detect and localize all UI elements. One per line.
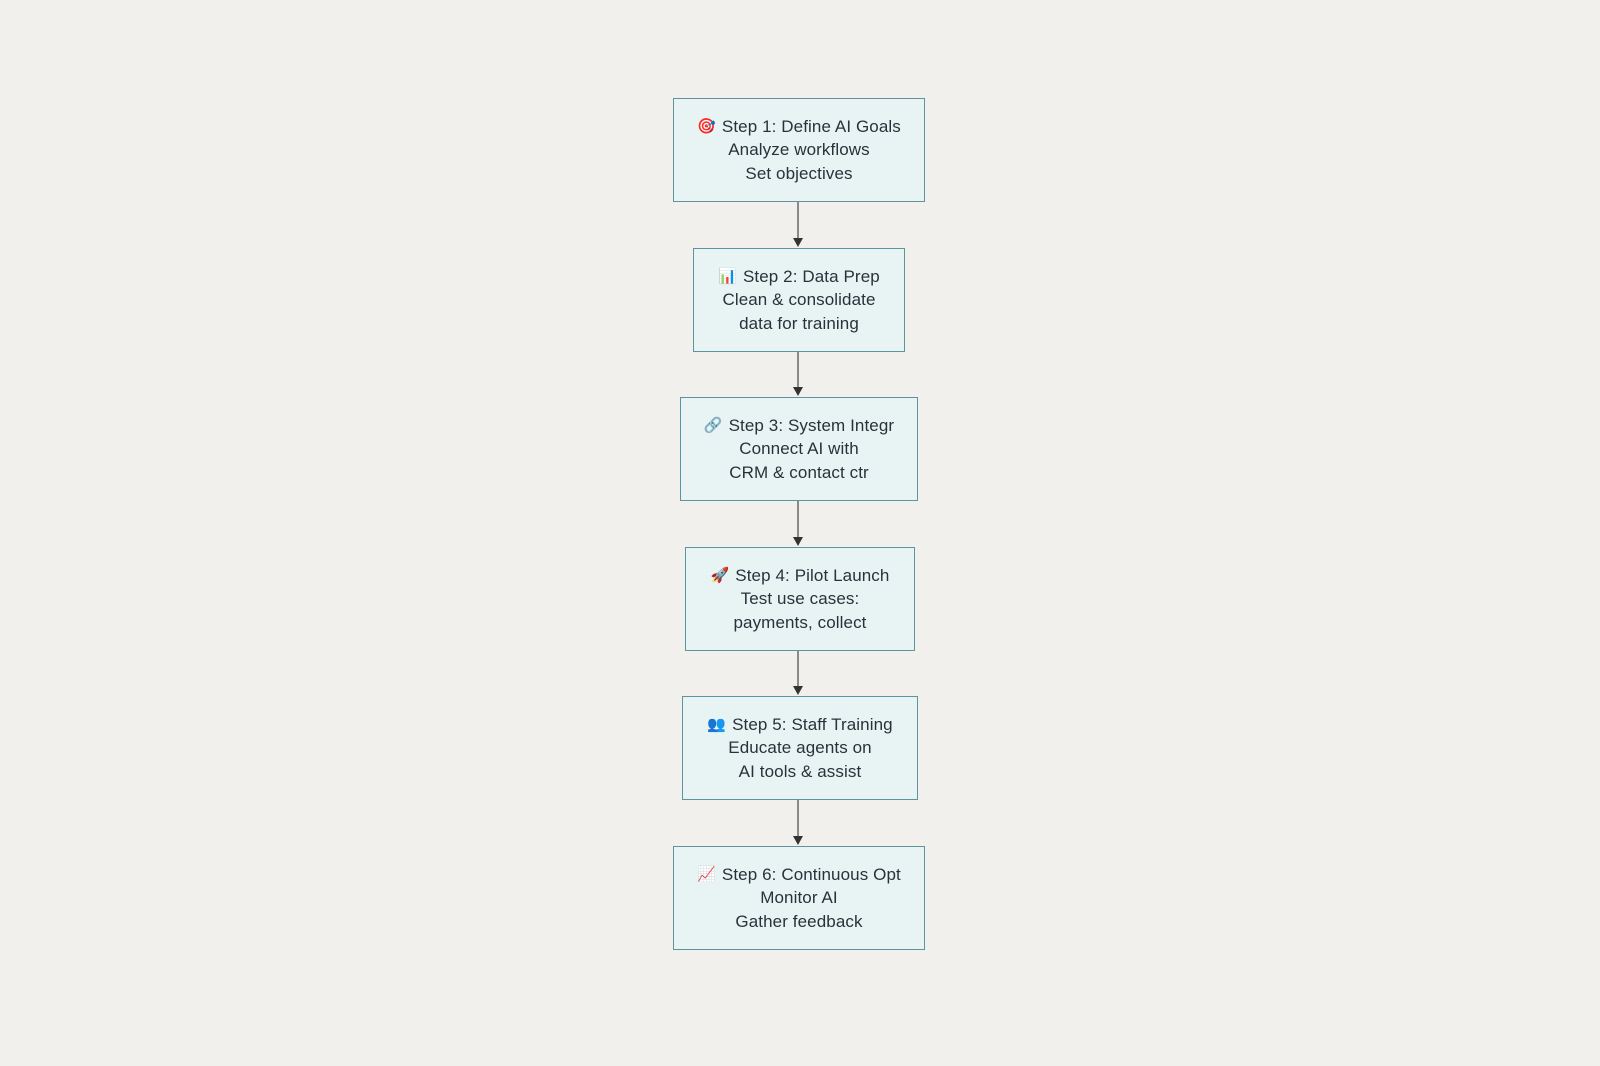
node-detail-line-2: Set objectives	[745, 163, 853, 183]
node-title-row: 📈 Step 6: Continuous Opt	[697, 863, 901, 887]
node-title-row: 🎯 Step 1: Define AI Goals	[697, 115, 901, 139]
node-detail-line-1: Monitor AI	[760, 888, 838, 908]
bar-chart-icon: 📊	[718, 268, 737, 285]
arrowhead-icon	[793, 836, 803, 845]
link-chain-icon: 🔗	[703, 417, 723, 434]
arrowhead-icon	[793, 387, 803, 396]
node-title: Step 1: Define AI Goals	[721, 116, 901, 136]
node-detail-line-1: Educate agents on	[728, 738, 872, 758]
node-title: Step 3: System Integr	[728, 415, 895, 435]
connector-step4-to-step5	[797, 651, 799, 687]
node-detail-line-1: Connect AI with	[739, 439, 859, 459]
node-title: Step 4: Pilot Launch	[735, 565, 890, 585]
node-detail-line-1: Test use cases:	[740, 589, 860, 609]
node-title-row: 👥 Step 5: Staff Training	[707, 713, 892, 737]
connector-step3-to-step4	[797, 501, 799, 538]
node-detail-line-1: Analyze workflows	[728, 140, 870, 160]
node-detail-line-2: data for training	[739, 313, 859, 333]
connector-step5-to-step6	[797, 800, 799, 837]
chart-increasing-icon: 📈	[697, 866, 716, 883]
arrowhead-icon	[793, 238, 803, 247]
rocket-icon: 🚀	[710, 567, 730, 584]
arrowhead-icon	[793, 537, 803, 546]
arrowhead-icon	[793, 686, 803, 695]
node-detail-line-2: Gather feedback	[735, 911, 863, 931]
node-title: Step 2: Data Prep	[742, 266, 880, 286]
node-title-row: 🔗 Step 3: System Integr	[704, 414, 894, 438]
node-title-row: 🚀 Step 4: Pilot Launch	[711, 564, 890, 588]
connector-step2-to-step3	[797, 352, 799, 388]
node-detail-line-1: Clean & consolidate	[722, 290, 876, 310]
connector-step1-to-step2	[797, 202, 799, 239]
node-title: Step 5: Staff Training	[732, 714, 893, 734]
node-detail-line-2: AI tools & assist	[738, 761, 862, 781]
busts-in-silhouette-icon: 👥	[707, 716, 727, 733]
node-detail-line-2: CRM & contact ctr	[729, 462, 869, 482]
node-detail-line-2: payments, collect	[733, 612, 867, 632]
direct-hit-target-icon: 🎯	[697, 118, 716, 135]
node-title-row: 📊 Step 2: Data Prep	[718, 265, 880, 289]
node-title: Step 6: Continuous Opt	[721, 864, 901, 884]
